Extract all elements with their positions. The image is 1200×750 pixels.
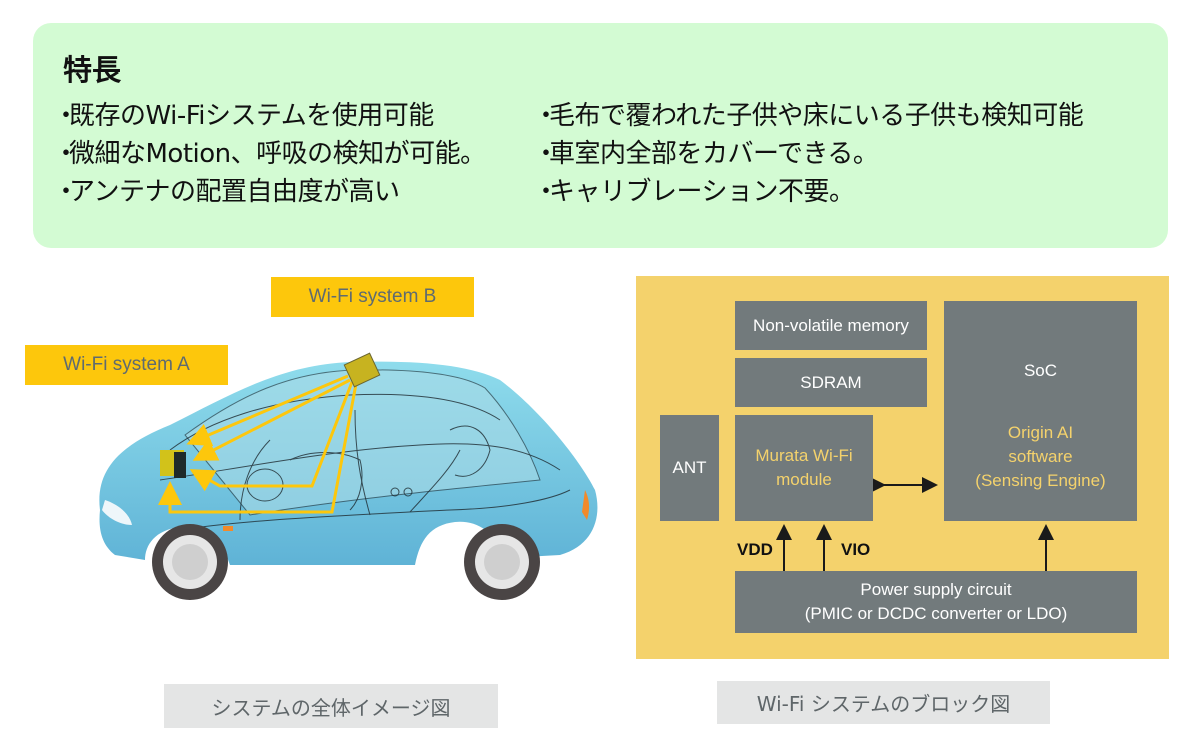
- feature-text: アンテナの配置自由度が高い: [69, 177, 400, 207]
- soc-software-label: Origin AI software (Sensing Engine): [944, 421, 1137, 493]
- feature-item: ・アンテナの配置自由度が高い: [53, 173, 486, 211]
- antenna-block: ANT: [660, 415, 719, 521]
- wifi-system-b-module: [343, 352, 381, 388]
- feature-item: ・毛布で覆われた子供や床にいる子供も検知可能: [533, 97, 1084, 135]
- feature-text: 車室内全部をカバーできる。: [549, 139, 879, 169]
- wifi-system-a-tag: Wi-Fi system A: [25, 345, 228, 385]
- feature-text: 既存のWi-Fiシステムを使用可能: [69, 101, 434, 131]
- rear-wheel: [464, 524, 540, 600]
- non-volatile-memory-block: Non-volatile memory: [735, 301, 927, 350]
- power-supply-sublabel: (PMIC or DCDC converter or LDO): [804, 604, 1068, 623]
- feature-item: ・既存のWi-Fiシステムを使用可能: [53, 97, 486, 135]
- power-supply-label: Power supply circuit: [860, 580, 1012, 599]
- taillight: [582, 490, 590, 520]
- bullet-icon: ・: [533, 101, 559, 131]
- car-illustration: [99, 352, 598, 600]
- feature-text: キャリブレーション不要。: [549, 177, 855, 207]
- vdd-label: VDD: [737, 540, 773, 559]
- headlight: [102, 500, 132, 525]
- soc-software-line: (Sensing Engine): [975, 471, 1106, 490]
- car-diagram-caption: システムの全体イメージ図: [164, 684, 498, 728]
- bullet-icon: ・: [533, 177, 559, 207]
- bullet-icon: ・: [533, 139, 559, 169]
- sdram-block: SDRAM: [735, 358, 927, 407]
- features-left-column: ・既存のWi-Fiシステムを使用可能 ・微細なMotion、呼吸の検知が可能。 …: [53, 97, 486, 211]
- bullet-icon: ・: [53, 101, 79, 131]
- front-wheel: [152, 524, 228, 600]
- features-panel: 特長 ・既存のWi-Fiシステムを使用可能 ・微細なMotion、呼吸の検知が可…: [33, 23, 1168, 248]
- power-supply-block: Power supply circuit (PMIC or DCDC conve…: [735, 571, 1137, 633]
- feature-item: ・車室内全部をカバーできる。: [533, 135, 1083, 173]
- soc-software-line: software: [1008, 447, 1073, 466]
- wifi-module-label: Murata Wi-Fi: [755, 446, 853, 465]
- feature-text: 毛布で覆われた子供や床にいる子供も検知可能: [549, 101, 1084, 131]
- vio-label: VIO: [841, 540, 871, 559]
- bullet-icon: ・: [53, 139, 79, 169]
- soc-label: SoC: [1023, 361, 1058, 380]
- wifi-module-label: module: [776, 470, 832, 489]
- features-right-column: ・毛布で覆われた子供や床にいる子供も検知可能 ・車室内全部をカバーできる。 ・キ…: [533, 97, 1084, 211]
- feature-text: 微細なMotion、呼吸の検知が可能。: [69, 139, 486, 169]
- block-arrows: [776, 477, 1054, 571]
- soc-block: SoC Origin AI software (Sensing Engine): [944, 301, 1137, 521]
- feature-item: ・キャリブレーション不要。: [533, 173, 1083, 211]
- soc-software-line: Origin AI: [1007, 423, 1074, 442]
- wifi-module-block: Murata Wi-Fi module: [735, 415, 873, 521]
- block-diagram: Non-volatile memory SDRAM ANT Murata Wi-…: [636, 276, 1169, 659]
- wifi-system-a-module: [160, 450, 186, 478]
- block-diagram-caption: Wi-Fi システムのブロック図: [717, 681, 1050, 724]
- feature-item: ・微細なMotion、呼吸の検知が可能。: [53, 135, 486, 173]
- bullet-icon: ・: [53, 177, 79, 207]
- features-title: 特長: [63, 53, 122, 87]
- wifi-system-b-tag: Wi-Fi system B: [271, 277, 474, 317]
- wifi-signal-paths: [158, 374, 358, 514]
- sensor-marker: [223, 526, 233, 531]
